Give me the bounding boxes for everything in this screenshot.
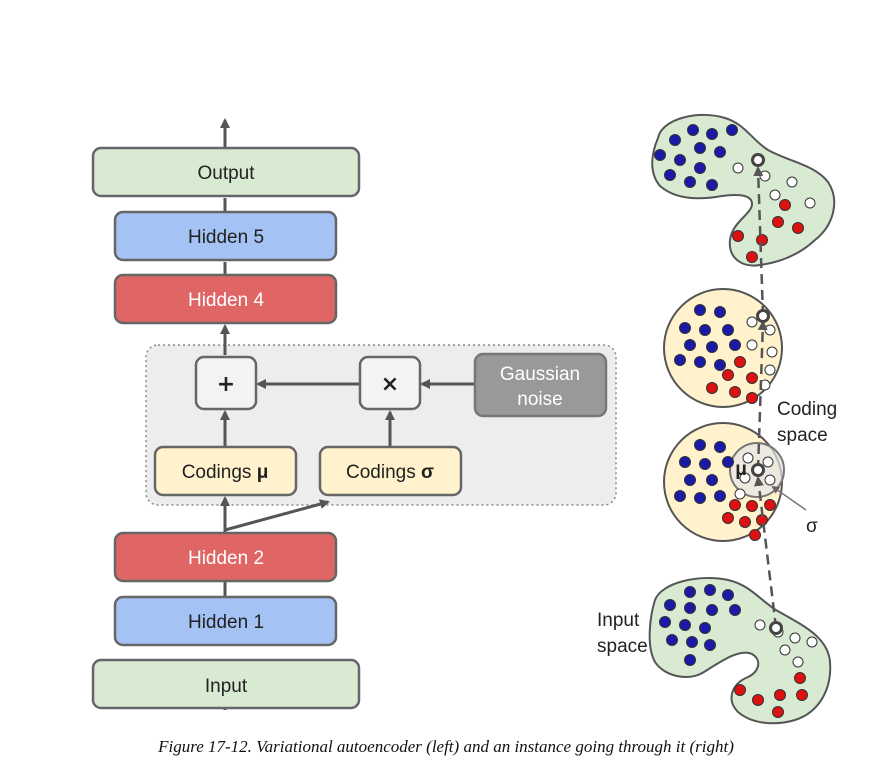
mu-symbol: μ (257, 462, 269, 483)
codings-mu-text: Codings (182, 462, 257, 483)
times-symbol: × (381, 372, 399, 397)
codings-sigma-box: Codings σ (318, 445, 463, 497)
output-label: Output (197, 163, 255, 184)
hidden1-label: Hidden 1 (188, 612, 264, 633)
plus-symbol: + (217, 372, 235, 397)
svg-text:Codings σ: Codings σ (346, 462, 434, 483)
hidden5-layer: Hidden 5 (113, 210, 338, 262)
sigma-point-label: σ (806, 516, 818, 537)
hidden1-layer: Hidden 1 (113, 595, 338, 647)
coding-space-label-line2: space (777, 425, 828, 446)
plus-op: + (194, 355, 258, 411)
svg-text:Codings μ: Codings μ (182, 462, 269, 483)
figure-caption: Figure 17-12. Variational autoencoder (l… (158, 737, 734, 756)
coding-space-label-line1: Coding (777, 399, 837, 420)
hidden2-label: Hidden 2 (188, 548, 264, 569)
times-op: × (358, 355, 422, 411)
codings-sigma-text: Codings (346, 462, 421, 483)
instance-path (753, 166, 778, 629)
hidden5-label: Hidden 5 (188, 227, 264, 248)
gaussian-noise-line1: Gaussian (500, 364, 580, 385)
instance-coding-point (756, 309, 770, 323)
input-space-blob (648, 577, 832, 725)
gaussian-noise-line2: noise (517, 389, 562, 410)
input-space-label-line2: space (597, 636, 648, 657)
hidden4-layer: Hidden 4 (113, 273, 338, 325)
instance-output-point (751, 153, 765, 167)
hidden2-layer: Hidden 2 (113, 531, 338, 583)
sigma-symbol: σ (421, 462, 434, 483)
data-points (654, 124, 818, 718)
instance-mu-point (751, 463, 765, 477)
hidden2-to-sigma-arrow (224, 499, 330, 532)
output-layer: Output (91, 146, 361, 198)
input-space-label-line1: Input (597, 610, 640, 631)
instance-input-point (769, 621, 783, 635)
input-layer: Input (91, 658, 361, 710)
input-label: Input (205, 676, 248, 697)
gaussian-noise-box: Gaussian noise (473, 352, 608, 418)
sigma-pointer-arrow (771, 485, 807, 511)
hidden4-label: Hidden 4 (188, 290, 264, 311)
codings-mu-box: Codings μ (153, 445, 298, 497)
mu-point-label: μ (735, 459, 747, 480)
